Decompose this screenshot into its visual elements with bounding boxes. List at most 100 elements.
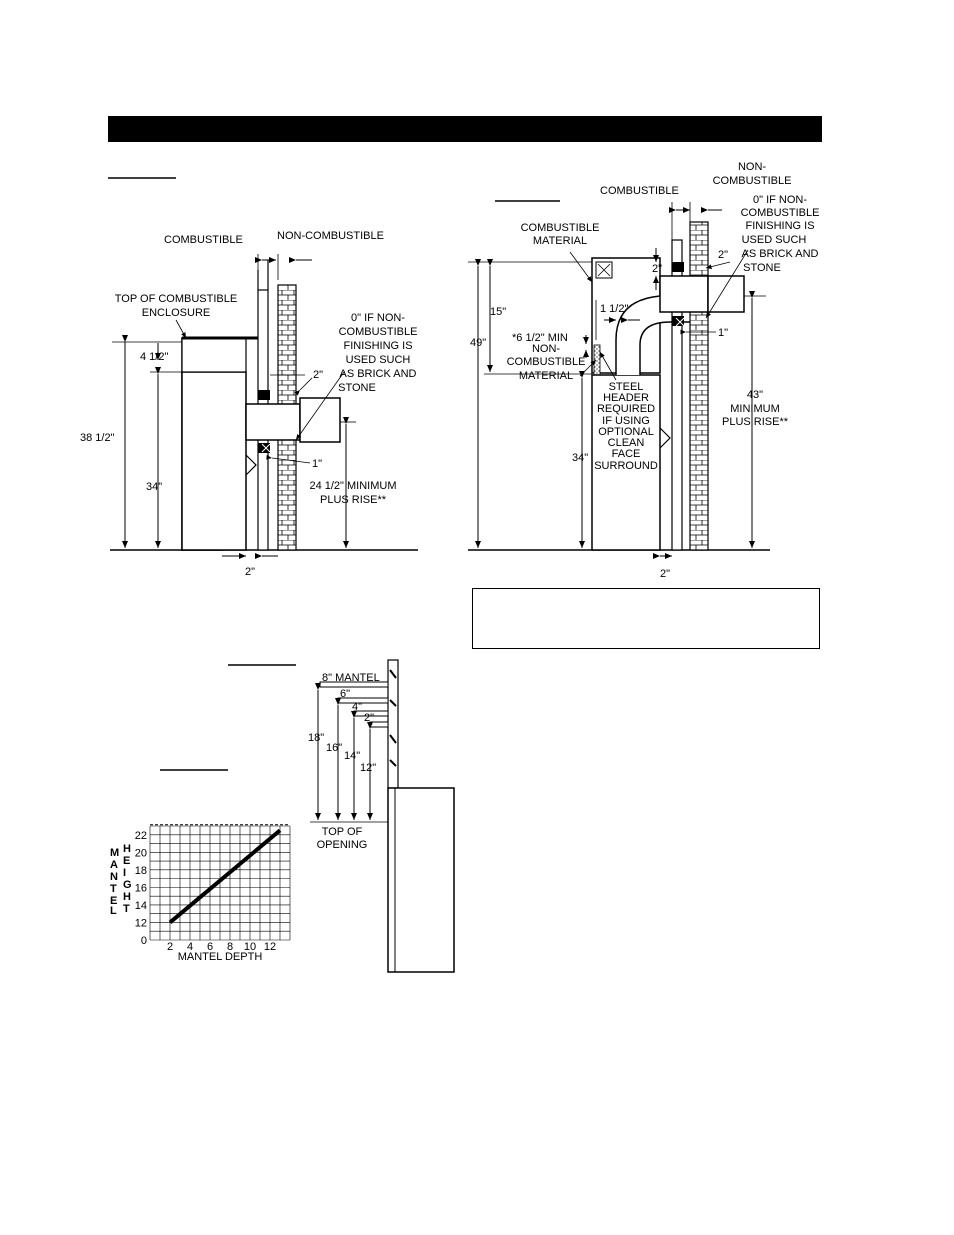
dim-4-5: 4 1/2" xyxy=(140,351,168,363)
finishing-note-1: 0" IF NON- xyxy=(753,194,807,206)
top-of-enclosure-label-2: ENCLOSURE xyxy=(142,307,210,319)
min-rise-2: PLUS RISE** xyxy=(320,494,387,506)
dim-1-5: 1 1/2" xyxy=(600,303,628,315)
y-label-letter: H xyxy=(123,891,131,903)
finishing-note-6: STONE xyxy=(743,262,781,274)
section-header-bar xyxy=(108,116,822,142)
y-tick-label: 20 xyxy=(135,847,147,859)
top-of-opening-2: OPENING xyxy=(317,839,368,851)
mantel-clearance-figure: 8" MANTEL 6" 4" 2" 18" 16" 14" 12" TOP O… xyxy=(308,659,455,973)
right-clearance-figure: COMBUSTIBLE NON- COMBUSTIBLE 0" IF NON- … xyxy=(468,161,819,580)
y-axis-label-mantel: M A N T E L xyxy=(110,847,119,917)
steel-header-1: STEEL xyxy=(609,381,644,393)
dim-34: 34" xyxy=(146,481,162,493)
y-label-letter: M xyxy=(110,847,119,859)
dim-2-top: 2" xyxy=(313,369,323,381)
dim-2-top: 2" xyxy=(652,263,662,275)
y-tick-label: 18 xyxy=(135,865,147,877)
finishing-note-3: FINISHING IS xyxy=(343,340,412,352)
x-tick-label: 8 xyxy=(227,941,233,953)
mantel-chart: 2 4 6 8 10 12 0 12 14 16 18 20 22 MANTEL DEPTH M A … xyxy=(110,824,291,963)
steel-header-6: CLEAN xyxy=(608,437,645,449)
left-clearance-figure: COMBUSTIBLE NON-COMBUSTIBLE TOP OF COMBU… xyxy=(80,230,418,578)
mantel-4-label: 4" xyxy=(352,701,362,713)
y-label-letter: E xyxy=(123,855,130,867)
non-combustible-label-1: NON- xyxy=(738,161,766,173)
x-tick-label: 4 xyxy=(187,941,193,953)
chart-x-ticks: 2 4 6 8 10 12 xyxy=(167,941,276,953)
dim-2-bottom: 2" xyxy=(245,566,255,578)
non-combustible-label-2: COMBUSTIBLE xyxy=(713,175,792,187)
steel-header-5: OPTIONAL xyxy=(598,426,654,438)
y-tick-label: 0 xyxy=(141,935,147,947)
y-tick-label: 16 xyxy=(135,882,147,894)
y-tick-label: 12 xyxy=(135,917,147,929)
dim-1: 1" xyxy=(312,458,322,470)
y-label-letter: I xyxy=(123,867,126,879)
dim-49: 49" xyxy=(470,337,486,349)
non-combustible-label: NON-COMBUSTIBLE xyxy=(277,230,384,242)
finishing-note-4: USED SUCH xyxy=(346,354,411,366)
dim-1: 1" xyxy=(718,327,728,339)
finishing-note-5: AS BRICK AND xyxy=(339,368,416,380)
y-label-letter: N xyxy=(110,871,118,883)
mantel-8-label: 8" MANTEL xyxy=(322,672,380,684)
steel-header-4: IF USING xyxy=(602,415,650,427)
x-tick-label: 2 xyxy=(167,941,173,953)
dim-18: 18" xyxy=(308,732,324,744)
combustible-label: COMBUSTIBLE xyxy=(164,234,243,246)
x-axis-label: MANTEL DEPTH xyxy=(178,951,263,963)
y-label-letter: T xyxy=(123,903,130,915)
y-tick-label: 22 xyxy=(135,830,147,842)
y-label-letter: L xyxy=(110,905,117,917)
steel-header-3: REQUIRED xyxy=(597,403,655,415)
x-tick-label: 12 xyxy=(264,941,276,953)
steel-header-7: FACE xyxy=(612,448,641,460)
x-tick-label: 6 xyxy=(207,941,213,953)
non-combustible-material-1: NON- xyxy=(532,343,560,355)
finishing-note-2: COMBUSTIBLE xyxy=(339,326,418,338)
y-label-letter: G xyxy=(123,879,132,891)
non-combustible-material-3: MATERIAL xyxy=(519,370,573,382)
y-label-letter: E xyxy=(110,895,117,907)
finishing-note-2: COMBUSTIBLE xyxy=(741,207,820,219)
top-of-enclosure-label-1: TOP OF COMBUSTIBLE xyxy=(115,293,237,305)
combustible-material-label-1: COMBUSTIBLE xyxy=(521,222,600,234)
finishing-note-4: USED SUCH xyxy=(742,234,807,246)
min-rise-1: 43" xyxy=(747,389,763,401)
combustible-material-label-2: MATERIAL xyxy=(533,235,587,247)
dim-15: 15" xyxy=(490,306,506,318)
steel-header-2: HEADER xyxy=(603,392,649,404)
y-label-letter: T xyxy=(110,883,117,895)
min-rise-1: 24 1/2" MINIMUM xyxy=(309,480,396,492)
steel-header-8: SURROUND xyxy=(594,460,658,472)
dim-38-5: 38 1/2" xyxy=(80,432,115,444)
dim-2-right: 2" xyxy=(718,249,728,261)
non-combustible-material-2: COMBUSTIBLE xyxy=(507,356,586,368)
y-tick-label: 14 xyxy=(135,900,147,912)
dim-34: 34" xyxy=(572,452,588,464)
combustible-label: COMBUSTIBLE xyxy=(600,185,679,197)
top-of-opening-1: TOP OF xyxy=(322,826,363,838)
x-tick-label: 10 xyxy=(244,941,256,953)
y-label-letter: H xyxy=(123,843,131,855)
dim-16: 16" xyxy=(326,742,342,754)
min-6-5-label: *6 1/2" MIN xyxy=(512,332,568,344)
chart-series-line xyxy=(168,828,282,924)
finishing-note-1: 0" IF NON- xyxy=(351,312,405,324)
chart-y-ticks: 0 12 14 16 18 20 22 xyxy=(135,830,147,947)
finishing-note-3: FINISHING IS xyxy=(745,220,814,232)
mantel-6-label: 6" xyxy=(340,688,350,700)
y-axis-label-height: H E I G H T xyxy=(123,843,132,915)
min-rise-3: PLUS RISE** xyxy=(722,416,789,428)
finishing-note-6: STONE xyxy=(338,382,376,394)
note-box xyxy=(472,588,820,649)
dim-2-bottom: 2" xyxy=(660,568,670,580)
dim-14: 14" xyxy=(344,750,360,762)
min-rise-2: MINIMUM xyxy=(730,403,780,415)
dim-12: 12" xyxy=(360,762,376,774)
finishing-note-5: AS BRICK AND xyxy=(741,248,818,260)
y-label-letter: A xyxy=(110,859,118,871)
mantel-2-label: 2" xyxy=(364,712,374,724)
